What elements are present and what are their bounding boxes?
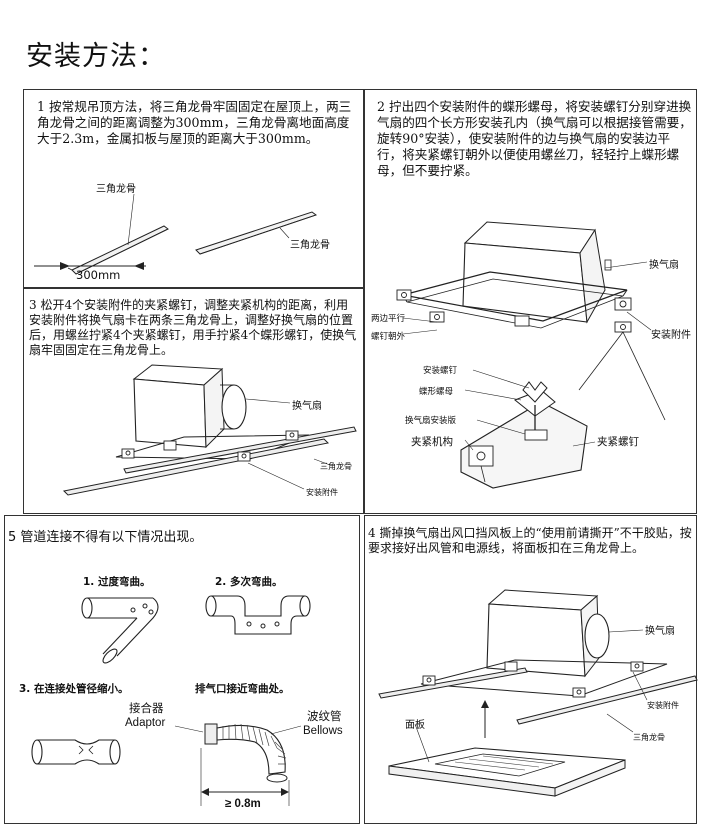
step5-illustrations	[31, 595, 311, 806]
length-label: ≥ 0.8m	[225, 798, 261, 810]
keel-left	[378, 667, 528, 699]
label-fan: 换气扇	[645, 626, 675, 637]
keel-b-label: 三角龙骨	[290, 240, 330, 251]
label-fan: 换气扇	[649, 260, 679, 271]
step1-text: 1 按常规吊顶方法，将三角龙骨牢固固定在屋顶上，两三角龙骨之间的距离调整为300…	[37, 99, 352, 146]
multi-bend-pipe	[205, 595, 311, 635]
sharp-bend-pipe	[81, 597, 159, 664]
step5-panel: 5 管道连接不得有以下情况出现。 1. 过度弯曲。 2. 多次弯曲。 3. 在连…	[4, 515, 360, 824]
adaptor-en: Adaptor	[125, 717, 166, 729]
label-keel: 三角龙骨	[320, 462, 352, 471]
step2-panel: 2 拧出四个安装附件的蝶形螺母，将安装螺钉分别穿进换气扇的四个长方形安装孔内（换…	[364, 89, 697, 514]
case3-label: 3. 在连接处管径缩小。	[19, 683, 129, 695]
keel-a	[71, 225, 169, 275]
label-attachment: 安装附件	[647, 701, 679, 710]
attachment-right	[614, 297, 632, 333]
label-clamp-screw: 夹紧螺钉	[597, 436, 639, 448]
attachment-left	[396, 289, 412, 301]
case2-label: 2. 多次弯曲。	[215, 576, 283, 588]
step4-panel: 4 撕掉换气扇出风口挡风板上的“使用前请撕开”不干胶贴，按要求接好出风管和电源线…	[364, 515, 698, 824]
label-wing-nut: 蝶形螺母	[419, 387, 454, 397]
label-keel: 三角龙骨	[633, 733, 665, 742]
adaptor-cn: 接合器	[129, 703, 164, 715]
step3-illustration	[62, 364, 357, 496]
label-install-screw: 安装螺钉	[423, 366, 458, 376]
step4-text: 4 撕掉换气扇出风口挡风板上的“使用前请撕开”不干胶贴，按要求接好出风管和电源线…	[368, 526, 692, 555]
step4-illustration	[378, 589, 698, 797]
label-fan: 换气扇	[292, 401, 322, 412]
label-panel: 面板	[405, 720, 425, 731]
step3-panel: 3 松开4个安装附件的夹紧螺钉，调整夹紧机构的距离，利用安装附件将换气扇卡在两条…	[23, 288, 364, 514]
label-screw-out: 螺钉朝外	[371, 332, 406, 342]
label-mount-plate: 换气扇安装版	[405, 416, 457, 426]
adaptor-bellows	[174, 723, 302, 806]
keel-front	[62, 438, 330, 496]
label-attachment: 安装附件	[651, 330, 691, 341]
step1-keel-illustration	[34, 193, 318, 275]
step2-text: 2 拧出四个安装附件的蝶形螺母，将安装螺钉分别穿进换气扇的四个长方形安装孔内（换…	[377, 99, 692, 178]
bellows-cn: 波纹管	[307, 711, 342, 723]
step1-panel: 1 按常规吊顶方法，将三角龙骨牢固固定在屋顶上，两三角龙骨之间的距离调整为300…	[23, 89, 364, 288]
keel-a-label: 三角龙骨	[96, 184, 136, 195]
case1-label: 1. 过度弯曲。	[83, 576, 151, 588]
page-title: 安装方法：	[26, 41, 166, 72]
step3-text: 3 松开4个安装附件的夹紧螺钉，调整夹紧机构的距离，利用安装附件将换气扇卡在两条…	[29, 298, 357, 357]
dimension-300mm: 300mm	[76, 268, 121, 282]
keel-right	[516, 675, 698, 725]
label-clamp: 夹紧机构	[411, 436, 453, 448]
label-parallel: 两边平行	[371, 314, 406, 324]
step2-illustration	[396, 221, 666, 489]
step5-text: 5 管道连接不得有以下情况出现。	[8, 530, 203, 545]
case4-label: 排气口接近弯曲处。	[195, 683, 290, 695]
bellows-en: Bellows	[303, 725, 343, 737]
reduced-pipe	[31, 739, 121, 765]
detail-plate	[460, 401, 588, 489]
label-attachment: 安装附件	[306, 488, 338, 497]
